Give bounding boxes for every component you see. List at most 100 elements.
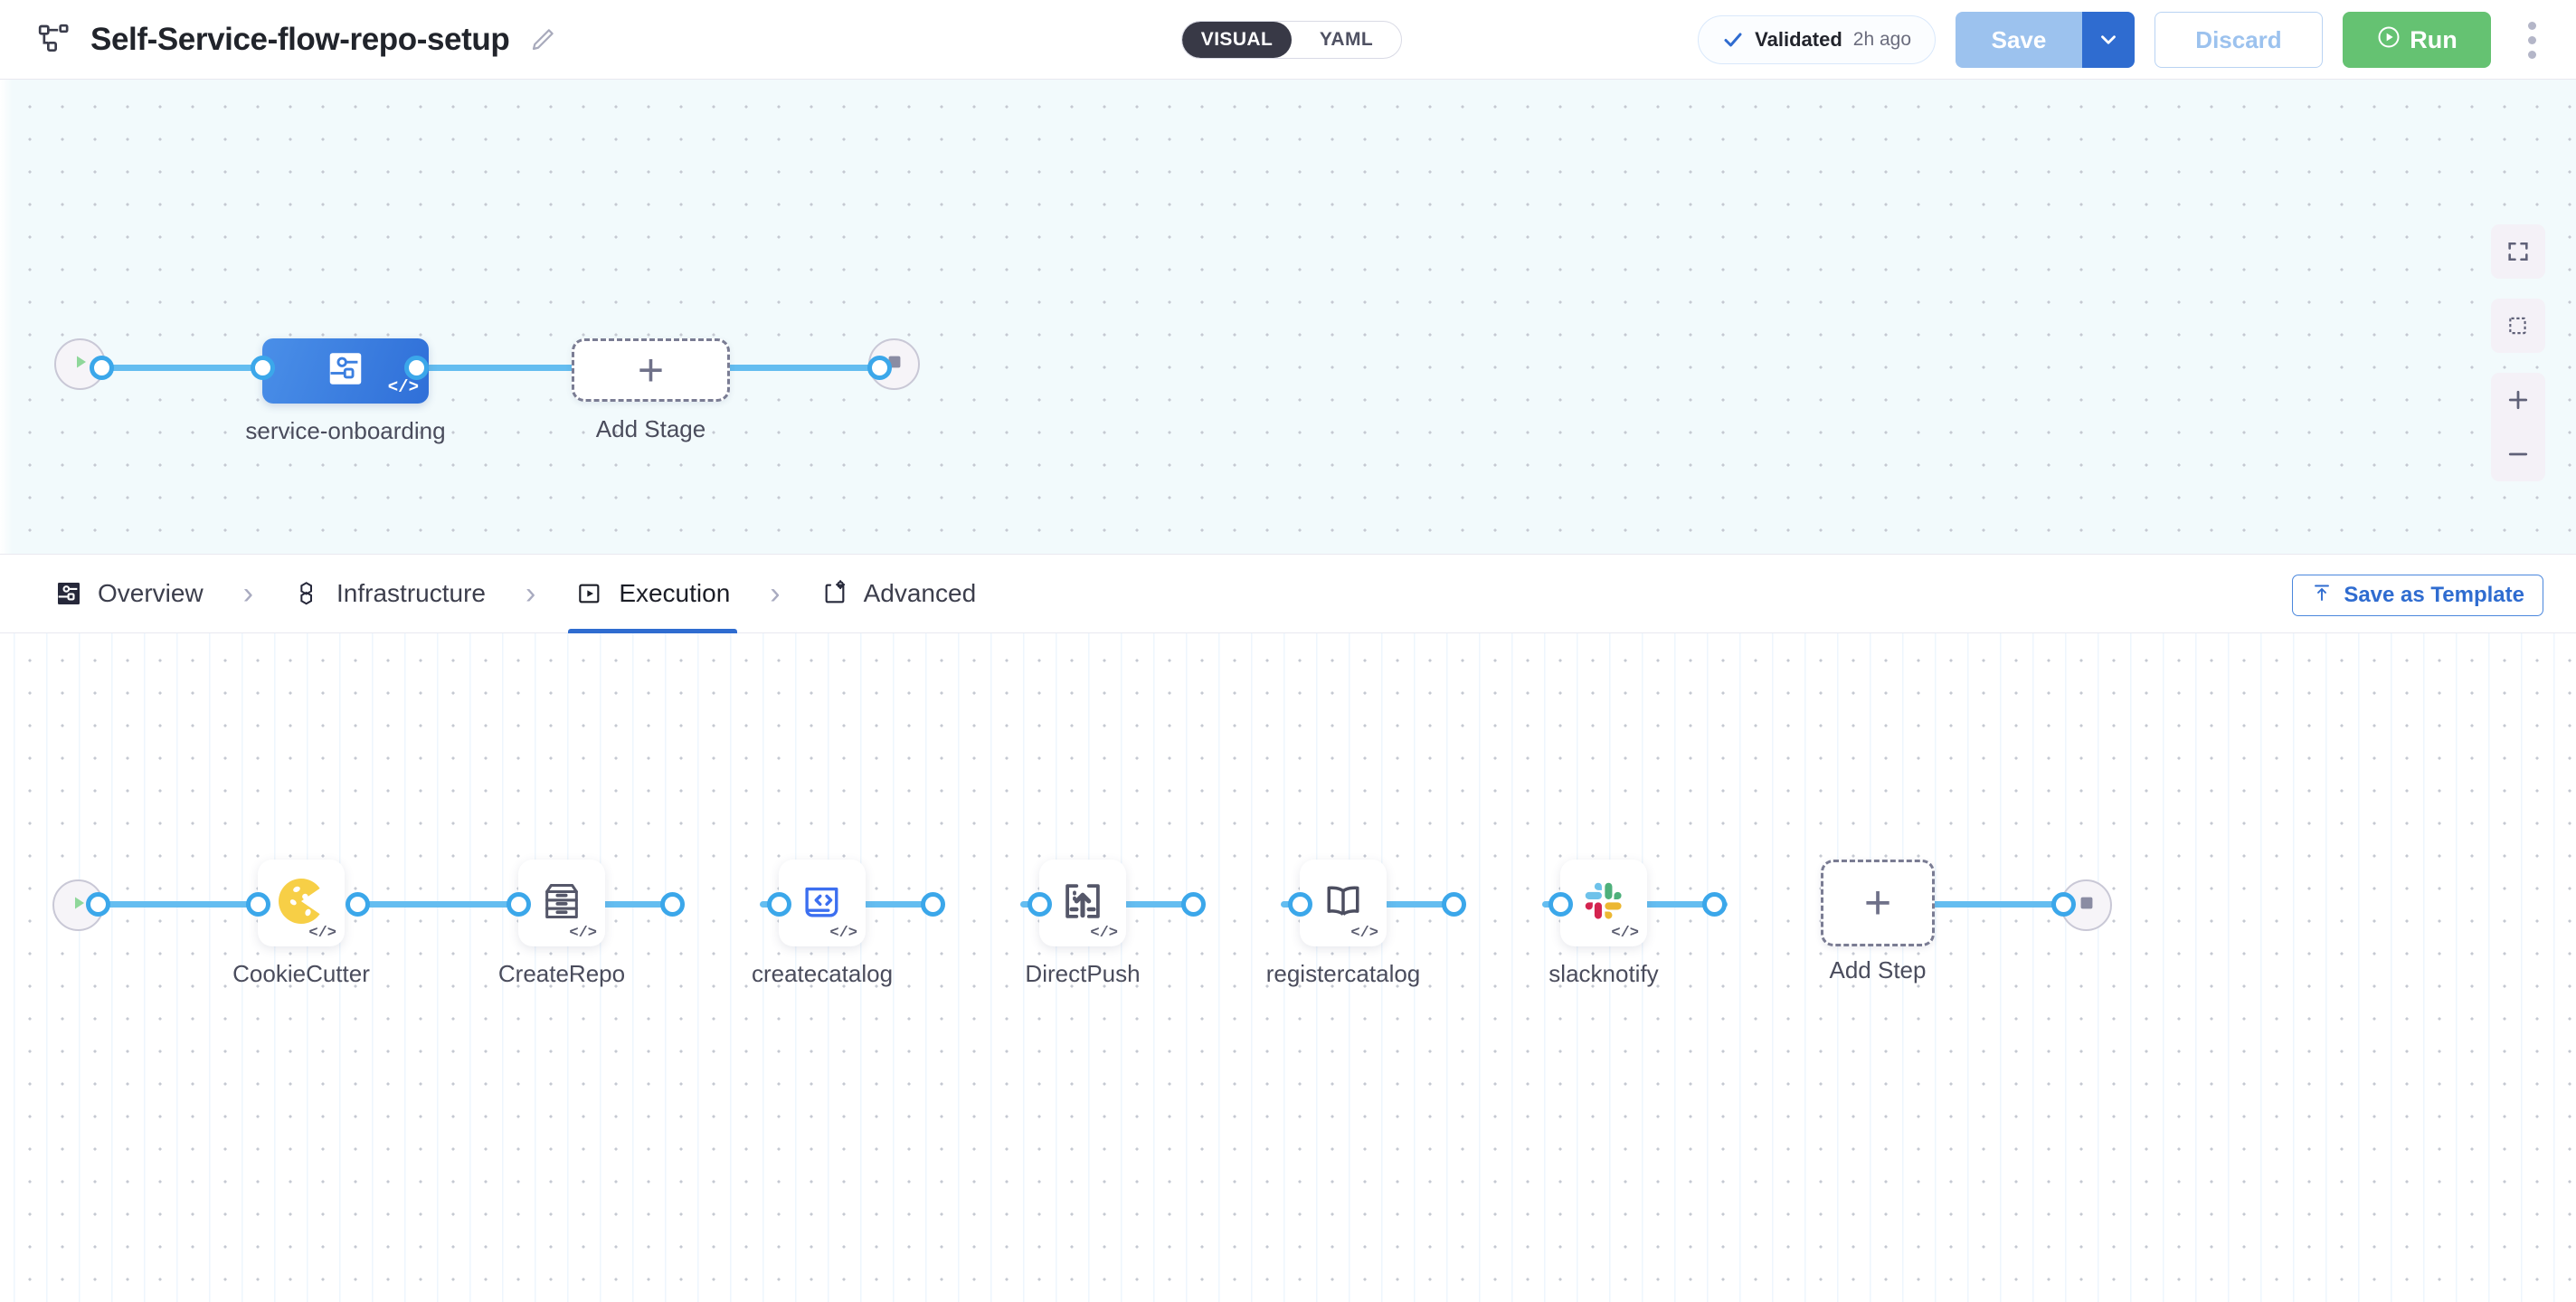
start-node-port[interactable] — [90, 356, 114, 380]
add-stage-button[interactable]: + — [572, 338, 730, 402]
tab-execution-label: Execution — [619, 579, 731, 607]
tab-overview-label: Overview — [98, 579, 204, 607]
step-node-body[interactable]: </> — [1300, 860, 1387, 946]
tab-execution[interactable]: Execution — [568, 554, 738, 633]
upload-push-icon — [1058, 877, 1107, 930]
connector-stage-to-addstage — [416, 365, 579, 371]
run-label: Run — [2410, 25, 2458, 53]
tab-advanced[interactable]: Advanced — [813, 554, 984, 633]
connector-start-to-step1 — [95, 901, 258, 908]
step-node-createrepo[interactable]: </> CreateRepo — [498, 860, 625, 987]
step-node-directpush[interactable]: </> DirectPush — [1025, 860, 1141, 987]
stop-icon — [2077, 893, 2097, 917]
step-node-body[interactable]: </> — [518, 860, 605, 946]
step-node-body[interactable]: </> — [258, 860, 345, 946]
overview-icon — [54, 579, 83, 608]
add-step-node[interactable]: + Add Step — [1821, 860, 1935, 984]
step-node-body[interactable]: </> — [779, 860, 866, 946]
step-node-body[interactable]: </> — [1560, 860, 1647, 946]
step1-input-port[interactable] — [246, 892, 270, 917]
step3-input-port[interactable] — [767, 892, 791, 917]
tab-infrastructure-label: Infrastructure — [336, 579, 486, 607]
step1-output-port[interactable] — [346, 892, 370, 917]
step4-input-port[interactable] — [1028, 892, 1052, 917]
validated-timestamp: 2h ago — [1852, 29, 1911, 50]
zoom-in-button[interactable] — [2491, 373, 2545, 427]
code-badge: </> — [308, 925, 336, 942]
code-badge: </> — [1090, 925, 1118, 942]
save-button[interactable]: Save — [1956, 12, 2082, 68]
drawer-icon — [536, 876, 587, 931]
add-step-button[interactable]: + — [1821, 860, 1935, 946]
status-badge-validated[interactable]: Validated 2h ago — [1698, 15, 1936, 64]
kebab-menu-icon[interactable] — [2511, 12, 2552, 68]
tab-infrastructure[interactable]: Infrastructure — [286, 554, 493, 633]
step-node-body[interactable]: </> — [1039, 860, 1126, 946]
chevron-down-icon[interactable] — [2082, 12, 2135, 68]
validated-label: Validated — [1755, 28, 1842, 51]
execution-icon — [575, 579, 604, 608]
plus-icon: + — [637, 345, 665, 395]
step-node-cookiecutter[interactable]: </> CookieCutter — [232, 860, 370, 987]
connector-addstep-to-end — [1866, 901, 2060, 908]
step-node-registercatalog[interactable]: </> registercatalog — [1266, 860, 1420, 987]
canvas-zoom-controls — [2491, 224, 2545, 481]
code-document-icon — [798, 877, 847, 930]
code-badge: </> — [569, 925, 597, 942]
discard-button[interactable]: Discard — [2155, 12, 2323, 68]
step-node-label: DirectPush — [1025, 960, 1141, 987]
step2-output-port[interactable] — [660, 892, 685, 917]
connector-start-to-stage — [99, 365, 262, 371]
header-left-group: Self-Service-flow-repo-setup — [36, 22, 556, 58]
app-header: Self-Service-flow-repo-setup VISUAL YAML… — [0, 0, 2576, 80]
end-node-port[interactable] — [867, 356, 892, 380]
stage-output-port[interactable] — [404, 356, 429, 380]
play-circle-icon — [2376, 24, 2401, 56]
connector-addstage-to-end — [724, 365, 882, 371]
step5-output-port[interactable] — [1442, 892, 1466, 917]
run-button[interactable]: Run — [2343, 12, 2491, 68]
step4-output-port[interactable] — [1181, 892, 1206, 917]
fit-screen-icon[interactable] — [2491, 224, 2545, 279]
step5-input-port[interactable] — [1288, 892, 1312, 917]
infrastructure-icon — [293, 579, 322, 608]
stage-input-port[interactable] — [251, 356, 275, 380]
stage-node-label: service-onboarding — [245, 417, 446, 444]
code-badge: </> — [829, 925, 857, 942]
code-badge: </> — [387, 377, 419, 397]
canvas-left-fade — [0, 80, 13, 554]
stage-node-service-onboarding[interactable]: </> service-onboarding — [245, 338, 446, 444]
connector-step1-to-step2 — [357, 901, 525, 908]
step-node-label: slacknotify — [1548, 960, 1659, 987]
step-node-label: createcatalog — [751, 960, 894, 987]
header-actions: Validated 2h ago Save Discard Run — [1698, 0, 2552, 80]
execution-steps-canvas[interactable]: </> CookieCutter </> CreateRepo — [0, 633, 2576, 1302]
save-button-group: Save — [1956, 12, 2135, 68]
step-node-createcatalog[interactable]: </> createcatalog — [752, 860, 893, 987]
plus-icon: + — [1863, 877, 1892, 929]
check-icon — [1722, 29, 1744, 51]
tab-overview[interactable]: Overview — [47, 554, 211, 633]
stage-canvas[interactable]: </> service-onboarding + Add Stage — [0, 80, 2576, 554]
step-node-label: CookieCutter — [232, 960, 370, 987]
view-mode-toggle[interactable]: VISUAL YAML — [1181, 21, 1402, 59]
step-node-slacknotify[interactable]: </> slacknotify — [1548, 860, 1659, 987]
save-as-template-label: Save as Template — [2344, 583, 2524, 607]
zoom-out-button[interactable] — [2491, 427, 2545, 481]
pencil-edit-icon[interactable] — [529, 26, 556, 53]
zoom-in-out-group — [2491, 373, 2545, 481]
save-as-template-button[interactable]: Save as Template — [2292, 575, 2543, 616]
select-area-icon[interactable] — [2491, 299, 2545, 353]
mode-yaml[interactable]: YAML — [1319, 29, 1374, 50]
add-stage-node[interactable]: + Add Stage — [572, 338, 730, 442]
step6-output-port[interactable] — [1702, 892, 1727, 917]
cookie-icon — [274, 874, 328, 933]
steps-end-port[interactable] — [2051, 892, 2076, 917]
steps-start-port[interactable] — [86, 892, 110, 917]
step3-output-port[interactable] — [921, 892, 945, 917]
step6-input-port[interactable] — [1548, 892, 1573, 917]
open-book-icon — [1318, 876, 1368, 931]
mode-visual[interactable]: VISUAL — [1182, 22, 1292, 58]
step2-input-port[interactable] — [507, 892, 531, 917]
stage-node-body[interactable]: </> — [262, 338, 429, 404]
